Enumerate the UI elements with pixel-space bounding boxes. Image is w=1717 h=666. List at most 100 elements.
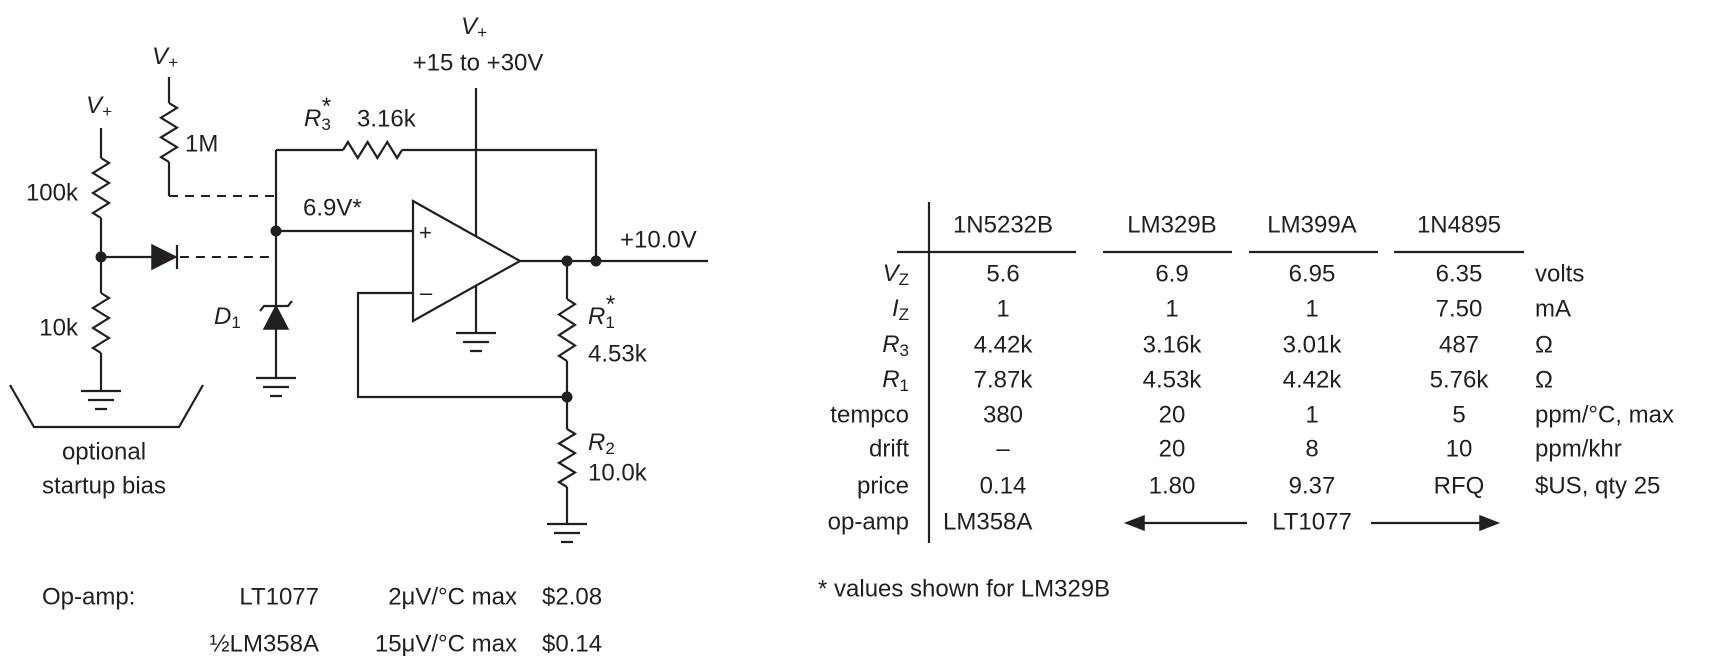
row-unit: Ω xyxy=(1535,366,1553,393)
label-ref-voltage: 6.9V* xyxy=(303,194,362,221)
table-cell: 5.6 xyxy=(986,260,1019,287)
ground-icon xyxy=(81,389,121,411)
r3-wire xyxy=(276,148,598,261)
table-cell: 6.35 xyxy=(1436,260,1483,287)
column-header: 1N5232B xyxy=(953,211,1053,238)
vplus-label-supply: V+ xyxy=(461,13,487,42)
opamp-icon xyxy=(411,199,523,323)
startup-bracket xyxy=(9,384,204,429)
table-cell: 20 xyxy=(1159,401,1186,428)
opamp-options: Op-amp: LT1077 2μV/°C max $2.08 ½LM358A … xyxy=(42,583,602,657)
table-cell: 7.87k xyxy=(974,366,1034,393)
ground-icon xyxy=(256,376,296,398)
value-r2: 10.0k xyxy=(588,459,648,486)
table-cell: 9.37 xyxy=(1289,472,1336,499)
ground-icon xyxy=(456,331,496,353)
startup-diode-icon xyxy=(151,243,178,271)
row-unit: volts xyxy=(1535,260,1584,287)
vplus-label-divider: V+ xyxy=(86,92,112,121)
table-cell: 6.9 xyxy=(1155,260,1188,287)
row-label: R3 xyxy=(882,331,909,360)
label-r2: R2 xyxy=(588,429,615,458)
table-cell-span: LT1077 xyxy=(1272,508,1352,535)
ground-icon xyxy=(547,522,587,544)
table-cell: 7.50 xyxy=(1436,295,1483,322)
table-cell: 3.01k xyxy=(1283,331,1343,358)
row-label: price xyxy=(857,472,909,499)
opamp-part: ½LM358A xyxy=(210,630,319,657)
row-unit: ppm/°C, max xyxy=(1535,401,1674,428)
table-cell: 1 xyxy=(1165,295,1178,322)
row-unit: ppm/khr xyxy=(1535,435,1622,462)
table-cell: 8 xyxy=(1305,435,1318,462)
row-label: VZ xyxy=(883,260,909,289)
inv-feedback-wire xyxy=(356,291,567,399)
table-cell: 4.42k xyxy=(1283,366,1343,393)
opamp-price: $2.08 xyxy=(542,583,602,610)
row-label: IZ xyxy=(892,295,909,324)
opamp-drift: 2μV/°C max xyxy=(388,583,517,610)
row-unit: $US, qty 25 xyxy=(1535,472,1660,499)
table-cell: 6.95 xyxy=(1289,260,1336,287)
reference-comparison-table: * values shown for LM329B 1N5232B LM329B L… xyxy=(818,202,1674,602)
value-r1: 4.53k xyxy=(588,340,648,367)
column-header: 1N4895 xyxy=(1417,211,1501,238)
row-unit: mA xyxy=(1535,295,1571,322)
table-cell: 4.42k xyxy=(974,331,1034,358)
table-cell: 10 xyxy=(1446,435,1473,462)
row-label: R1 xyxy=(882,366,909,395)
label-r3: R3* xyxy=(304,93,331,134)
table-cell: 20 xyxy=(1159,435,1186,462)
opamp-minus: – xyxy=(420,280,433,305)
resistor-100k xyxy=(90,157,112,219)
label-d1: D1 xyxy=(214,303,241,332)
row-unit: Ω xyxy=(1535,331,1553,358)
resistor-r1 xyxy=(556,298,578,362)
label-1m: 1M xyxy=(185,130,218,157)
label-100k: 100k xyxy=(26,179,79,206)
value-r3: 3.16k xyxy=(357,105,417,132)
column-header: LM329B xyxy=(1127,211,1216,238)
junction-dot xyxy=(590,255,602,267)
table-cell: 5.76k xyxy=(1430,366,1490,393)
startup-label-line1: optional xyxy=(62,438,146,465)
resistor-10k xyxy=(90,292,112,354)
row-label: tempco xyxy=(830,401,909,428)
table-footnote: * values shown for LM329B xyxy=(818,575,1110,602)
table-cell: 1.80 xyxy=(1149,472,1196,499)
table-cell: 487 xyxy=(1439,331,1479,358)
label-output-voltage: +10.0V xyxy=(620,226,697,253)
vplus-label-1m: V+ xyxy=(152,43,178,72)
table-cell: 4.53k xyxy=(1143,366,1203,393)
resistor-r2 xyxy=(556,428,578,488)
opamp-drift: 15μV/°C max xyxy=(375,630,517,657)
label-10k: 10k xyxy=(39,314,79,341)
opamp-options-label: Op-amp: xyxy=(42,583,135,610)
zener-bar xyxy=(259,300,293,312)
opamp-plus: + xyxy=(419,220,432,245)
table-cell: 1 xyxy=(1305,401,1318,428)
table-cell: RFQ xyxy=(1434,472,1485,499)
circuit-schematic: V+ 100k 10k optional startup bias V+ 1M … xyxy=(9,13,708,544)
arrow-left-icon xyxy=(1123,514,1145,532)
resistor-1m xyxy=(158,102,180,163)
table-cell: 3.16k xyxy=(1143,331,1203,358)
table-cell: – xyxy=(996,435,1010,462)
opamp-part: LT1077 xyxy=(239,583,319,610)
opamp-price: $0.14 xyxy=(542,630,602,657)
table-cell: 5 xyxy=(1452,401,1465,428)
zener-diode-icon xyxy=(262,304,290,330)
resistor-r3 xyxy=(342,139,403,161)
row-label: drift xyxy=(869,435,909,462)
startup-label-line2: startup bias xyxy=(42,472,166,499)
table-cell: 1 xyxy=(996,295,1009,322)
label-supply-range: +15 to +30V xyxy=(413,49,544,76)
row-label: op-amp xyxy=(828,508,909,535)
table-cell: 380 xyxy=(983,401,1023,428)
arrow-right-icon xyxy=(1479,514,1501,532)
table-cell: LM358A xyxy=(943,508,1032,535)
table-cell: 1 xyxy=(1305,295,1318,322)
label-r1: R1* xyxy=(588,291,615,332)
column-header: LM399A xyxy=(1267,211,1356,238)
